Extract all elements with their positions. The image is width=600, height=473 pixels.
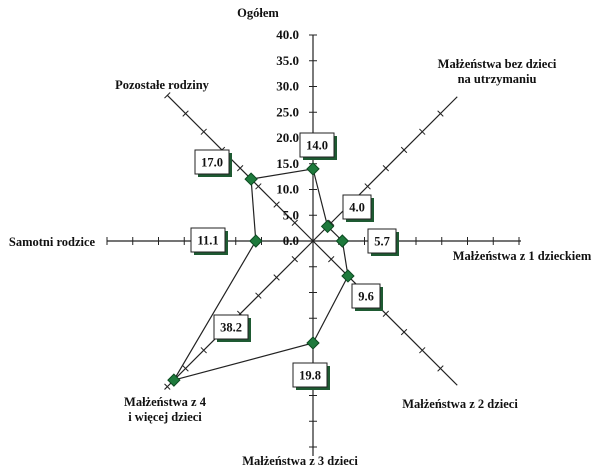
radial-tick-label: 0.0	[283, 233, 299, 248]
axes	[106, 34, 521, 456]
axis-tick	[382, 164, 390, 172]
radial-tick-label: 25.0	[276, 104, 299, 119]
data-point-marker	[320, 219, 335, 234]
category-label-z-1-dzieckiem: Małżeństwa z 1 dzieckiem	[453, 249, 592, 263]
value-label-box: 5.7	[367, 228, 399, 256]
axis-tick	[200, 347, 207, 354]
value-label-frame	[292, 362, 328, 388]
value-label-box: 4.0	[342, 194, 374, 222]
data-point-marker	[306, 162, 320, 176]
value-label-text: 4.0	[349, 201, 365, 215]
value-label-text: 17.0	[201, 156, 223, 170]
axis-tick	[255, 183, 262, 190]
value-label-box: 14.0	[299, 132, 337, 160]
value-label-frame	[194, 149, 230, 175]
axis-tick	[400, 328, 408, 336]
value-label-box: 17.0	[194, 149, 232, 177]
axis-tick	[364, 183, 371, 190]
value-label-frame	[190, 227, 226, 253]
value-label-text: 38.2	[220, 321, 242, 335]
axis-tick	[273, 274, 280, 281]
axis-tick	[164, 383, 171, 390]
radial-tick-labels: 0.0 5.0 10.0 15.0 20.0 25.0 30.0 35.0 40.0	[276, 27, 299, 248]
category-label-ogolem: Ogółem	[237, 6, 279, 20]
value-label-frame	[213, 314, 249, 340]
data-point-marker	[335, 234, 350, 248]
value-label-frame	[342, 194, 372, 220]
axis-tick	[291, 219, 298, 226]
axis-tick	[164, 92, 171, 99]
axis-tick	[419, 347, 426, 354]
axis-tick	[236, 164, 244, 172]
axis-tick	[273, 201, 280, 208]
axis-tick	[437, 110, 444, 117]
value-label-text: 19.8	[299, 369, 321, 383]
value-labels: 14.0 4.0 5.7 9.6 19.8 38.2 11.1 17.0	[190, 132, 399, 390]
value-label-frame	[367, 228, 397, 254]
value-label-box: 11.1	[190, 227, 228, 255]
radial-tick-label: 30.0	[276, 79, 299, 94]
axis-tick	[328, 256, 335, 263]
axis-tick	[328, 219, 335, 226]
category-label-samotni-rodzice: Samotni rodzice	[9, 235, 96, 249]
data-point-marker	[249, 234, 263, 248]
data-series	[167, 162, 355, 387]
axis-tick	[182, 365, 189, 372]
axis-line	[312, 240, 458, 386]
radial-tick-label: 15.0	[276, 156, 299, 171]
value-label-box: 9.6	[351, 283, 383, 311]
category-label-pozostale: Pozostałe rodziny	[115, 78, 210, 92]
category-label-z-2-dzieci: Małżeństwa z 2 dzieci	[402, 397, 518, 411]
value-label-frame	[351, 283, 381, 309]
axis-tick	[182, 110, 189, 117]
data-point-marker	[341, 269, 355, 283]
value-label-frame	[299, 132, 335, 158]
radial-tick-label: 20.0	[276, 130, 299, 145]
value-label-box: 19.8	[292, 362, 330, 390]
axis-tick	[382, 310, 390, 318]
series-line	[172, 168, 349, 382]
value-label-text: 9.6	[358, 290, 374, 304]
data-point-marker	[167, 373, 181, 387]
radial-tick-label: 10.0	[276, 182, 299, 197]
data-point-marker	[306, 336, 320, 350]
radial-tick-label: 35.0	[276, 53, 299, 68]
axis-tick	[437, 365, 444, 372]
axis-tick	[200, 128, 207, 135]
data-point-marker	[244, 172, 258, 186]
axis-tick	[291, 256, 298, 263]
axis-tick	[419, 128, 426, 135]
axis-tick	[255, 292, 262, 299]
category-label-z-3-dzieci: Małżeństwa z 3 dzieci	[242, 454, 358, 468]
axis-tick	[400, 146, 408, 154]
value-label-text: 14.0	[306, 139, 328, 153]
radial-tick-label: 40.0	[276, 27, 299, 42]
axis-line	[312, 96, 458, 242]
value-label-box: 38.2	[213, 314, 251, 342]
radial-tick-label: 5.0	[283, 207, 299, 222]
value-label-text: 5.7	[374, 235, 390, 249]
value-label-text: 11.1	[197, 234, 218, 248]
